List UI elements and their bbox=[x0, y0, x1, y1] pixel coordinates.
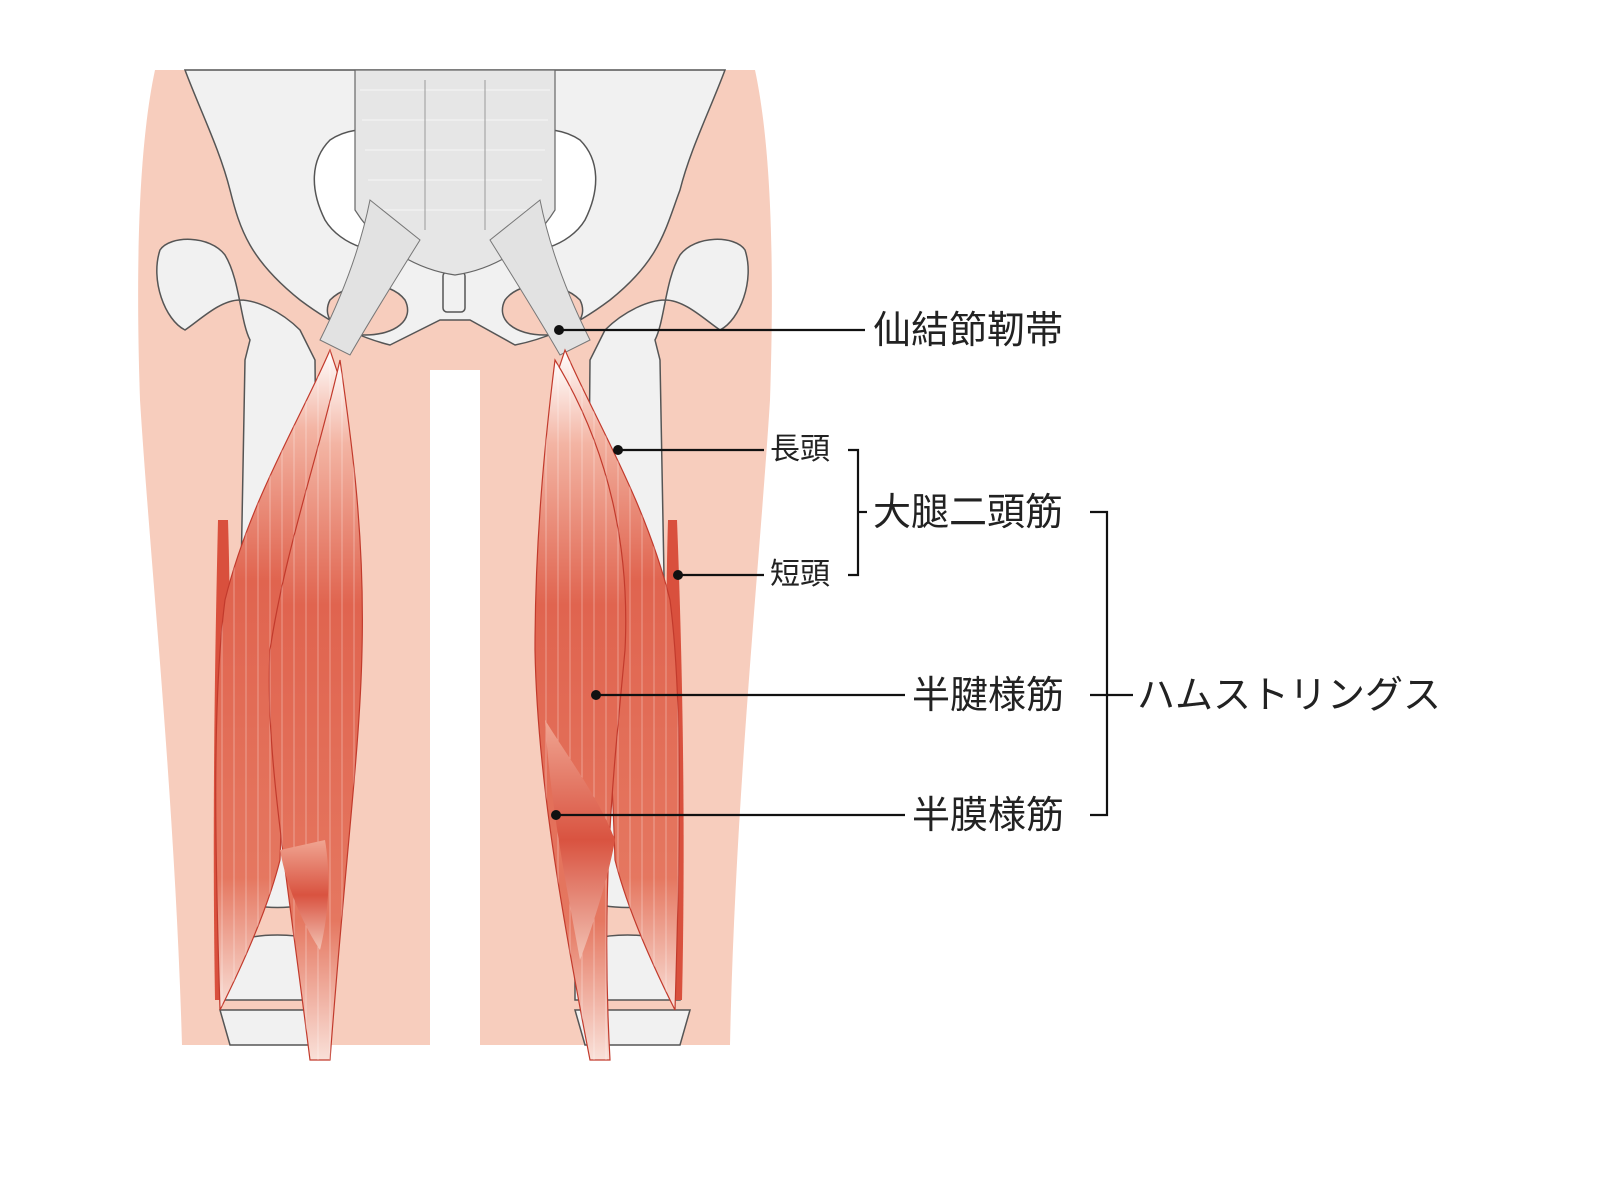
sacrotuberous-ligament-right bbox=[489, 199, 591, 356]
label-biceps-femoris: 大腿二頭筋 bbox=[873, 490, 1064, 534]
right-hamstrings bbox=[534, 348, 684, 1061]
inner-leg-gap bbox=[430, 370, 480, 1050]
label-long-head: 長頭 bbox=[770, 432, 830, 467]
label-short-head: 短頭 bbox=[770, 557, 830, 592]
leader-dots bbox=[551, 325, 683, 820]
leader-lines bbox=[556, 328, 1133, 817]
left-semimembranosus bbox=[280, 840, 329, 950]
sacrotuberous-ligament-left bbox=[319, 199, 421, 356]
label-sacrotuberous-ligament: 仙結節靭帯 bbox=[873, 308, 1064, 352]
label-semimembranosus: 半膜様筋 bbox=[912, 793, 1065, 837]
left-hamstrings bbox=[213, 348, 363, 1061]
label-hamstrings: ハムストリングス bbox=[1137, 673, 1442, 717]
label-semitendinosus: 半腱様筋 bbox=[912, 673, 1065, 717]
right-semimembranosus bbox=[545, 720, 615, 960]
